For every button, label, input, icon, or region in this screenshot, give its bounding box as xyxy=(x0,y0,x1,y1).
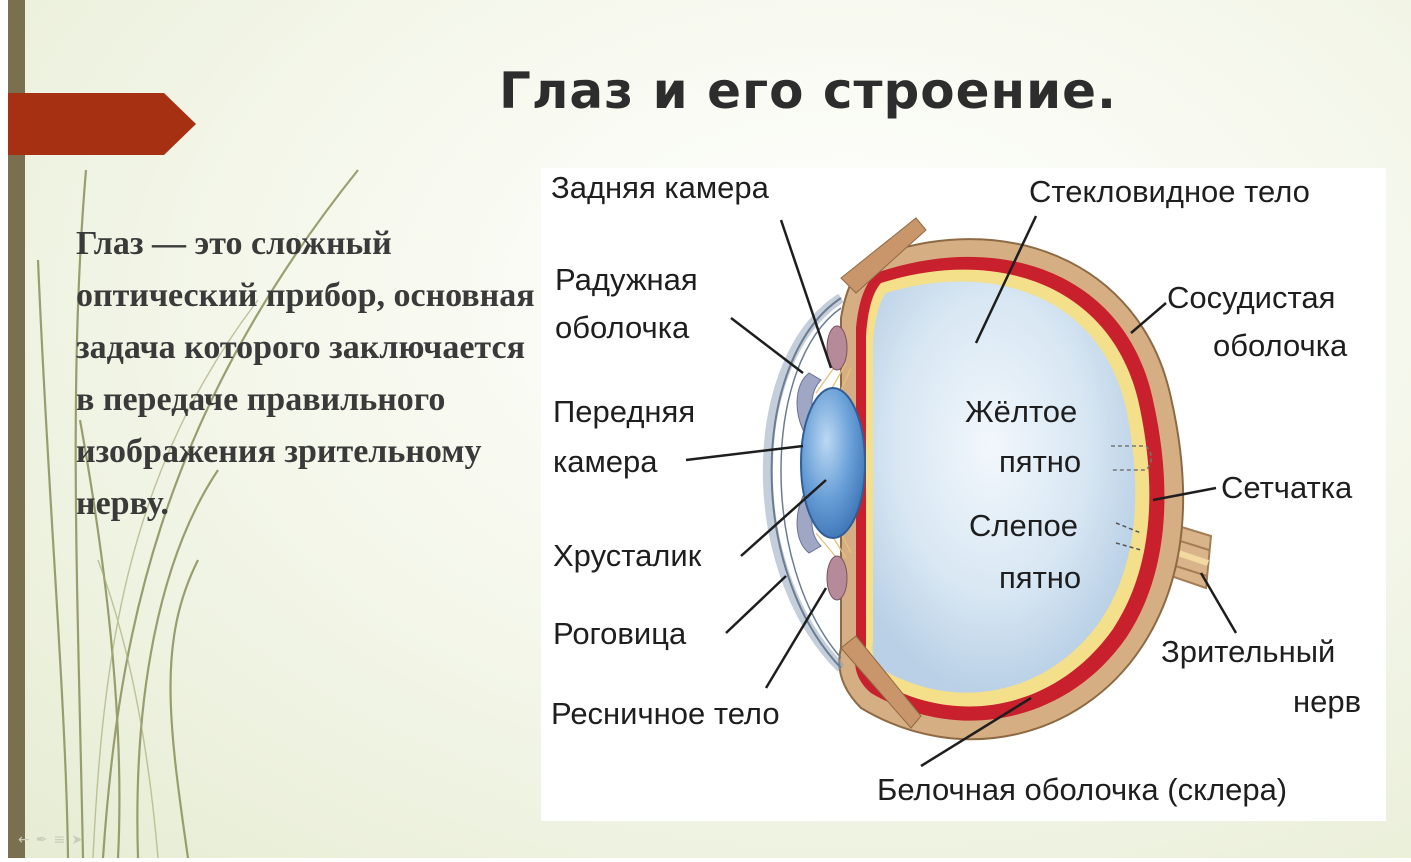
label-choroid-line2: оболочка xyxy=(1213,328,1348,363)
label-blind-spot-line2: пятно xyxy=(999,560,1082,595)
label-anterior-chamber-line1: Передняя xyxy=(553,394,696,429)
ciliary-body-shape-top xyxy=(826,325,848,371)
muscle-bottom xyxy=(840,635,922,729)
slide-title: Глаз и его строение. xyxy=(498,62,1118,120)
label-blind-spot-line1: Слепое xyxy=(969,508,1078,543)
slide: Глаз и его строение. Глаз — это сложный … xyxy=(8,0,1411,858)
label-iris-line2: оболочка xyxy=(555,310,690,345)
label-choroid-line1: Сосудистая xyxy=(1167,280,1336,315)
ciliary-body-shape-bottom xyxy=(826,555,848,601)
grass-decoration xyxy=(36,169,359,858)
slideshow-controls[interactable]: ←✒≡➤ xyxy=(18,832,108,852)
pointer-lines xyxy=(685,215,1238,768)
label-sclera: Белочная оболочка (склера) xyxy=(877,772,1288,807)
label-lens: Хрусталик xyxy=(553,538,702,573)
muscle-top xyxy=(840,217,927,294)
label-posterior-chamber: Задняя камера xyxy=(551,170,769,205)
label-optic-nerve-line2: нерв xyxy=(1293,684,1362,719)
back-icon[interactable]: ← xyxy=(18,832,36,848)
label-optic-nerve-line1: Зрительный xyxy=(1161,634,1336,669)
menu-icon[interactable]: ≡ xyxy=(53,832,72,848)
eye-illustration xyxy=(685,215,1238,768)
label-anterior-chamber-line2: камера xyxy=(553,444,658,479)
left-accent-bar xyxy=(8,0,25,858)
label-cornea: Роговица xyxy=(553,616,687,651)
slide-body-text: Глаз — это сложный оптический прибор, ос… xyxy=(76,225,535,522)
label-iris-line1: Радужная xyxy=(555,262,698,297)
pointer-icon[interactable]: ➤ xyxy=(71,832,89,848)
pen-icon[interactable]: ✒ xyxy=(35,832,54,848)
eye-diagram: Задняя камера Радужная оболочка Передняя… xyxy=(541,168,1386,821)
label-retina: Сетчатка xyxy=(1221,470,1353,505)
label-macula-line2: пятно xyxy=(999,444,1082,479)
label-ciliary-body: Ресничное тело xyxy=(551,696,780,731)
label-vitreous-body: Стекловидное тело xyxy=(1029,174,1310,209)
title-arrow-banner xyxy=(8,93,196,155)
macula-marker xyxy=(1111,445,1152,471)
label-macula-line1: Жёлтое xyxy=(965,394,1078,429)
lens-shape xyxy=(800,387,866,539)
vitreous-shape xyxy=(872,281,1136,693)
